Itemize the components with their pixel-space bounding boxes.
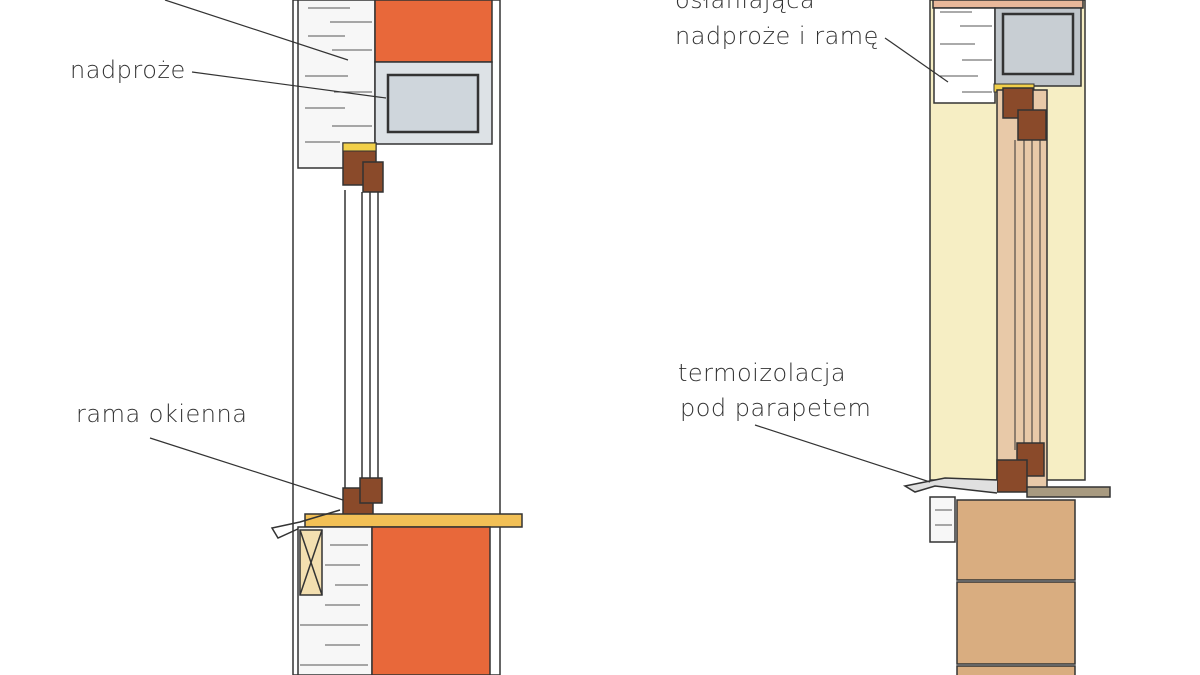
right-upper-insulation bbox=[933, 7, 996, 104]
left-lintel-rebar bbox=[386, 73, 480, 134]
label-cover-line1: osłaniająca bbox=[675, 0, 816, 14]
label-window-frame: rama okienna bbox=[76, 400, 248, 428]
right-wall-section bbox=[902, 0, 1111, 675]
left-window-sill bbox=[304, 513, 523, 528]
right-window-frame bbox=[996, 89, 1048, 491]
right-block-3 bbox=[956, 665, 1076, 675]
right-leader-lines bbox=[754, 37, 949, 483]
right-lower-insulation bbox=[929, 496, 956, 543]
right-block-1 bbox=[956, 499, 1076, 581]
left-wall-section bbox=[270, 0, 523, 675]
label-lintel: nadproże bbox=[70, 56, 186, 84]
left-leader-lines bbox=[149, 0, 387, 501]
label-cover-line2: nadproże i ramę bbox=[675, 22, 879, 50]
right-block-2 bbox=[956, 581, 1076, 665]
right-window-sill bbox=[1026, 486, 1111, 498]
left-lower-brick bbox=[371, 526, 491, 675]
label-insulation-line2: pod parapetem bbox=[680, 394, 872, 422]
left-upper-brick bbox=[374, 0, 493, 63]
left-upper-insulation bbox=[297, 0, 376, 169]
label-insulation-line1: termoizolacja bbox=[678, 359, 847, 387]
